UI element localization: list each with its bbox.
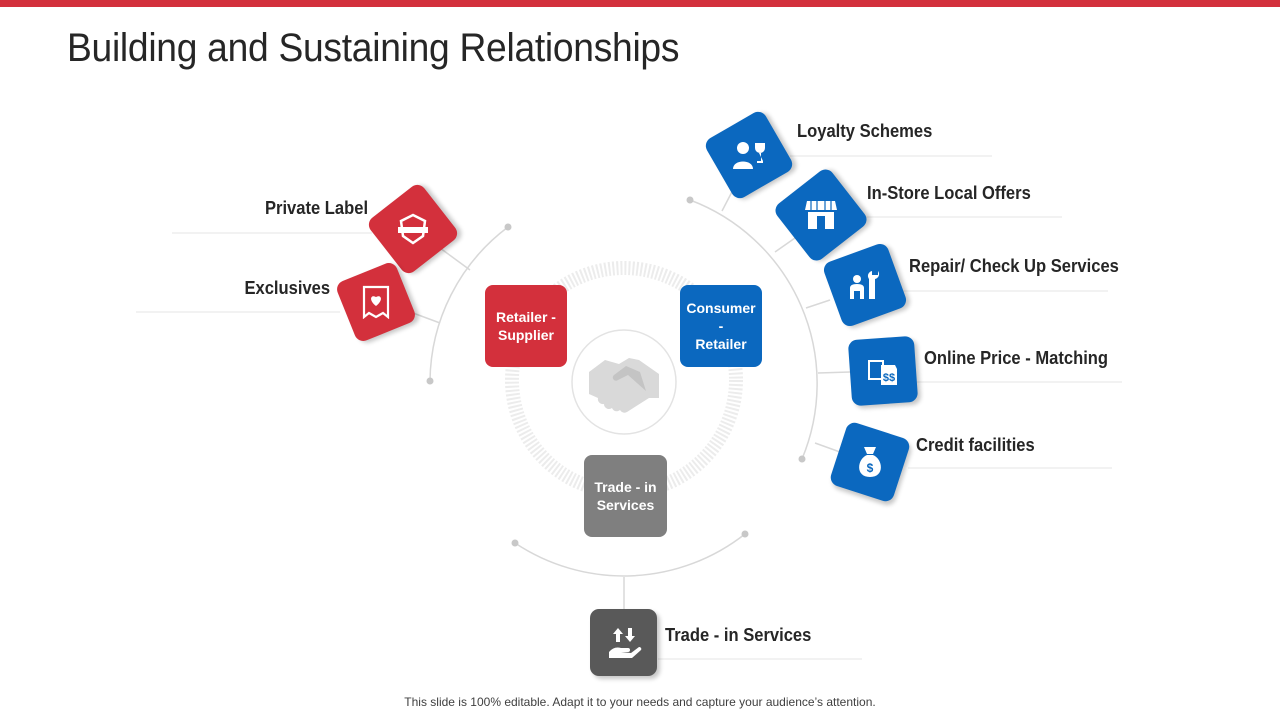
hub-consumer-retailer-label: Consumer - Retailer bbox=[686, 300, 756, 352]
hub-retailer-supplier[interactable]: Retailer - Supplier bbox=[485, 285, 567, 367]
exclusives-tile[interactable] bbox=[334, 260, 418, 344]
label-credit-facilities: Credit facilities bbox=[916, 435, 1035, 455]
repair-check-up-tile[interactable] bbox=[821, 241, 909, 329]
person-trophy-icon bbox=[733, 142, 765, 169]
hand-exchange-icon bbox=[608, 627, 641, 658]
right-arc bbox=[689, 199, 818, 460]
top-accent-bar bbox=[0, 0, 1280, 7]
footer-note: This slide is 100% editable. Adapt it to… bbox=[404, 695, 876, 709]
badge-shield-icon bbox=[398, 213, 428, 245]
label-underlines bbox=[136, 155, 1122, 660]
right-arc-dot-top bbox=[686, 196, 694, 204]
loyalty-schemes-tile[interactable] bbox=[702, 108, 796, 202]
right-arc-dot-bottom bbox=[798, 455, 806, 463]
hub-trade-in-services[interactable]: Trade - in Services bbox=[584, 455, 667, 537]
center-ring bbox=[505, 261, 743, 499]
hub-consumer-retailer[interactable]: Consumer - Retailer bbox=[680, 285, 762, 367]
trade-in-services-tile[interactable] bbox=[590, 609, 657, 676]
wrench-person-icon bbox=[850, 271, 880, 299]
label-online-price-matching: Online Price - Matching bbox=[924, 348, 1109, 368]
bottom-arc bbox=[514, 533, 746, 577]
left-arc-dot-top bbox=[504, 223, 512, 231]
online-price-matching-tile[interactable]: $$ bbox=[847, 335, 919, 407]
label-in-store-local-offers: In-Store Local Offers bbox=[867, 183, 1031, 203]
storefront-icon bbox=[805, 201, 837, 229]
handshake-icon bbox=[589, 358, 659, 413]
slide-title: Building and Sustaining Relationships bbox=[67, 26, 680, 70]
hub-retailer-supplier-label: Retailer - Supplier bbox=[496, 309, 556, 343]
in-store-local-offers-tile[interactable] bbox=[771, 165, 871, 265]
label-private-label: Private Label bbox=[264, 198, 368, 218]
bottom-arc-dot-left bbox=[511, 539, 519, 547]
bottom-arc-dot-right bbox=[741, 530, 749, 538]
label-trade-in-services: Trade - in Services bbox=[665, 625, 812, 645]
price-tag-icon: $$ bbox=[868, 360, 897, 385]
svg-text:$: $ bbox=[867, 461, 874, 475]
label-repair-check-up-services: Repair/ Check Up Services bbox=[909, 256, 1119, 276]
private-label-tile[interactable] bbox=[365, 181, 461, 277]
label-exclusives: Exclusives bbox=[244, 278, 330, 298]
label-loyalty-schemes: Loyalty Schemes bbox=[797, 121, 933, 141]
svg-text:$$: $$ bbox=[883, 372, 895, 384]
heart-ticket-icon bbox=[362, 285, 390, 319]
left-arc bbox=[429, 226, 509, 382]
money-bag-icon: $ bbox=[859, 447, 881, 477]
left-arc-dot-bottom bbox=[426, 377, 434, 385]
hub-trade-in-services-label: Trade - in Services bbox=[594, 479, 657, 513]
credit-facilities-tile[interactable]: $ bbox=[828, 420, 912, 504]
